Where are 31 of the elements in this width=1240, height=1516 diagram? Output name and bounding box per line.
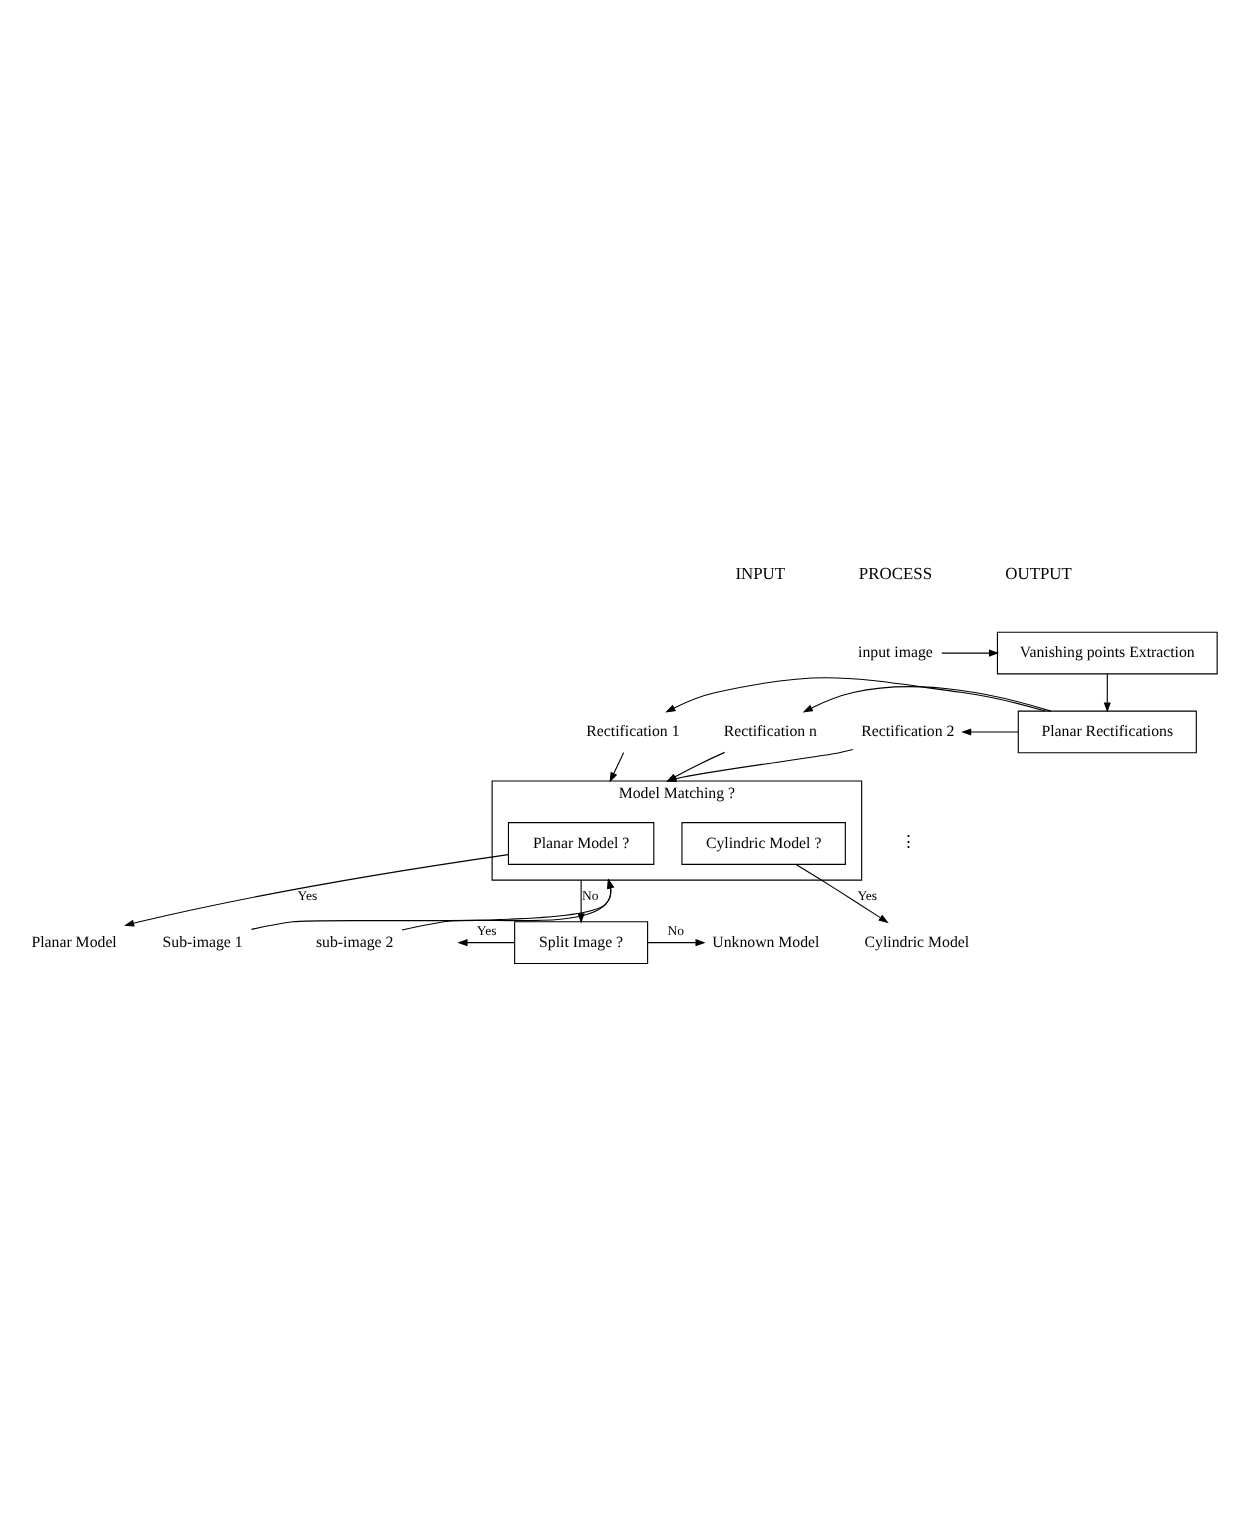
- label: PROCESS: [858, 561, 933, 582]
- node-box: Split Image ?: [514, 920, 649, 964]
- node-text: Cylindric Model: [864, 931, 970, 950]
- node-text: input image: [858, 642, 933, 661]
- node-text: Sub-image 1: [162, 931, 243, 950]
- node-text: sub-image 2: [315, 931, 394, 950]
- label: ⋮: [899, 830, 916, 851]
- arrow: [1103, 672, 1111, 712]
- node-text: Rectification 2: [861, 721, 955, 740]
- arrow: [647, 938, 706, 946]
- node-box: Planar Model ?: [507, 821, 655, 864]
- node-box: Planar Rectifications: [1017, 709, 1197, 753]
- arrow: [609, 751, 625, 782]
- arrow: [961, 727, 1019, 735]
- label: INPUT: [735, 561, 786, 582]
- arrow: [124, 853, 509, 926]
- node-text: Rectification 1: [586, 721, 680, 740]
- arrow: [250, 877, 615, 929]
- arrow: [401, 877, 614, 930]
- arrow: [941, 648, 1000, 656]
- node-text: Unknown Model: [712, 931, 820, 950]
- arrow: [577, 878, 585, 923]
- arrow: [665, 676, 1046, 712]
- node-box: Vanishing points Extraction: [996, 630, 1218, 674]
- node-box: Cylindric Model ?: [681, 821, 846, 864]
- node-text: Rectification n: [723, 721, 817, 740]
- arrow: [457, 938, 515, 946]
- node-text: Planar Model: [31, 931, 117, 950]
- arrow: [795, 862, 889, 923]
- label: OUTPUT: [1005, 561, 1072, 582]
- arrow: [802, 685, 1052, 712]
